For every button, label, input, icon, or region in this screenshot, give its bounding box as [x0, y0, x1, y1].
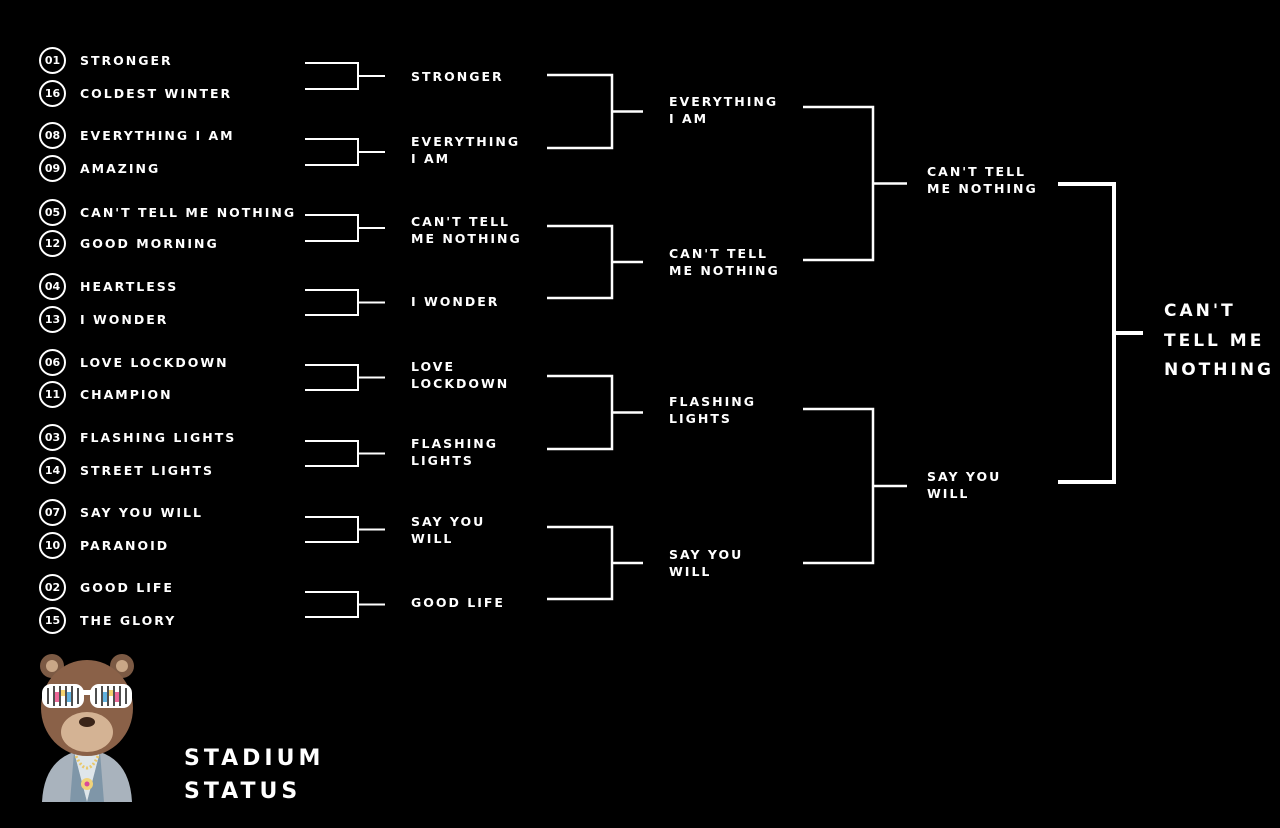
seed-badge: 05 — [39, 198, 66, 226]
round-4-song: SAY YOU WILL — [927, 469, 1002, 501]
round-2-song: LOVE LOCKDOWN — [411, 359, 510, 391]
bracket-connector — [547, 374, 643, 451]
round-2-song: STRONGER — [411, 68, 504, 84]
round-1-song: CAN'T TELL ME NOTHING — [80, 204, 297, 220]
round-1-song: HEARTLESS — [80, 278, 179, 294]
round-3-song: FLASHING LIGHTS — [669, 394, 757, 426]
seed-badge: 12 — [39, 229, 66, 257]
seed-badge: 02 — [39, 573, 66, 601]
round-1-song: STRONGER — [80, 52, 173, 68]
round-1-song: CHAMPION — [80, 386, 173, 402]
seed-badge: 09 — [39, 154, 66, 182]
bracket-connector — [305, 62, 385, 90]
seed-badge: 15 — [39, 606, 66, 634]
seed-badge: 10 — [39, 531, 66, 559]
bracket-connector — [305, 289, 385, 316]
round-1-song: GOOD LIFE — [80, 579, 174, 595]
round-1-song: COLDEST WINTER — [80, 85, 233, 101]
seed-badge: 07 — [39, 498, 66, 526]
round-1-song: EVERYTHING I AM — [80, 127, 235, 143]
round-2-song: GOOD LIFE — [411, 594, 505, 610]
round-3-song: SAY YOU WILL — [669, 547, 744, 579]
bracket-connector — [305, 364, 385, 391]
bracket-connector — [803, 105, 907, 262]
bracket-connector — [305, 214, 385, 242]
seed-badge: 03 — [39, 423, 66, 451]
seed-badge: 11 — [39, 380, 66, 408]
round-1-song: FLASHING LIGHTS — [80, 429, 237, 445]
footer-title: STADIUM STATUS — [184, 746, 325, 804]
dropout-bear-icon — [40, 654, 134, 802]
seed-badge: 16 — [39, 79, 66, 107]
champion-label: CAN'T TELL ME NOTHING — [1164, 301, 1275, 380]
round-3-song: CAN'T TELL ME NOTHING — [669, 246, 780, 278]
round-2-song: SAY YOU WILL — [411, 514, 486, 546]
bracket-connector — [803, 407, 907, 565]
round-1-song: PARANOID — [80, 537, 170, 553]
round-1-song: STREET LIGHTS — [80, 462, 214, 478]
round-1-song: SAY YOU WILL — [80, 504, 203, 520]
seed-badge: 06 — [39, 348, 66, 376]
bracket-connector — [547, 525, 643, 601]
seed-badge: 08 — [39, 121, 66, 149]
round-1-song: LOVE LOCKDOWN — [80, 354, 229, 370]
bracket-connector — [305, 591, 385, 618]
seed-badge: 04 — [39, 272, 66, 300]
round-2-song: EVERYTHING I AM — [411, 134, 521, 166]
seed-badge: 01 — [39, 46, 66, 74]
bracket-connector — [1058, 182, 1143, 484]
bracket-connector — [547, 224, 643, 300]
round-1-song: GOOD MORNING — [80, 235, 219, 251]
bracket-connector — [305, 516, 385, 543]
bracket-connector — [547, 73, 643, 150]
round-4-song: CAN'T TELL ME NOTHING — [927, 164, 1038, 196]
round-2-song: I WONDER — [411, 293, 500, 309]
round-3-song: EVERYTHING I AM — [669, 94, 779, 126]
seed-badge: 14 — [39, 456, 66, 484]
seed-badge: 13 — [39, 305, 66, 333]
round-2-song: CAN'T TELL ME NOTHING — [411, 214, 522, 246]
round-1-song: I WONDER — [80, 311, 169, 327]
bracket-connector — [305, 138, 385, 166]
round-1-song: THE GLORY — [80, 612, 177, 628]
bracket-connector — [305, 440, 385, 467]
round-1-song: AMAZING — [80, 160, 161, 176]
round-2-song: FLASHING LIGHTS — [411, 436, 499, 468]
